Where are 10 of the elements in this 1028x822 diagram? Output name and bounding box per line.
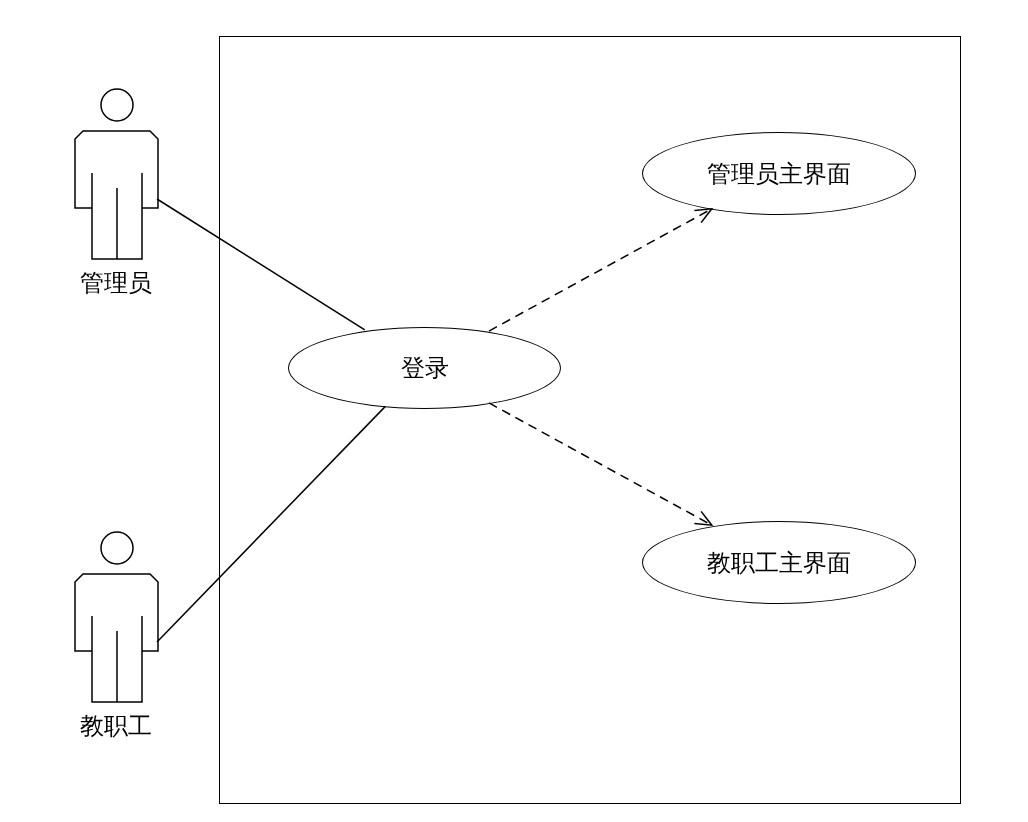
association-line	[156, 198, 366, 331]
association-line	[156, 405, 387, 643]
use-case-label: 教职工主界面	[707, 548, 851, 578]
dashed-arrow	[488, 402, 713, 526]
actor-label: 管理员	[80, 269, 152, 298]
use-case-label: 管理员主界面	[707, 159, 851, 189]
use-case-label: 登录	[400, 354, 449, 383]
system-boundary	[219, 36, 961, 804]
dashed-arrow	[488, 208, 713, 332]
actor-label: 教职工	[80, 712, 152, 741]
